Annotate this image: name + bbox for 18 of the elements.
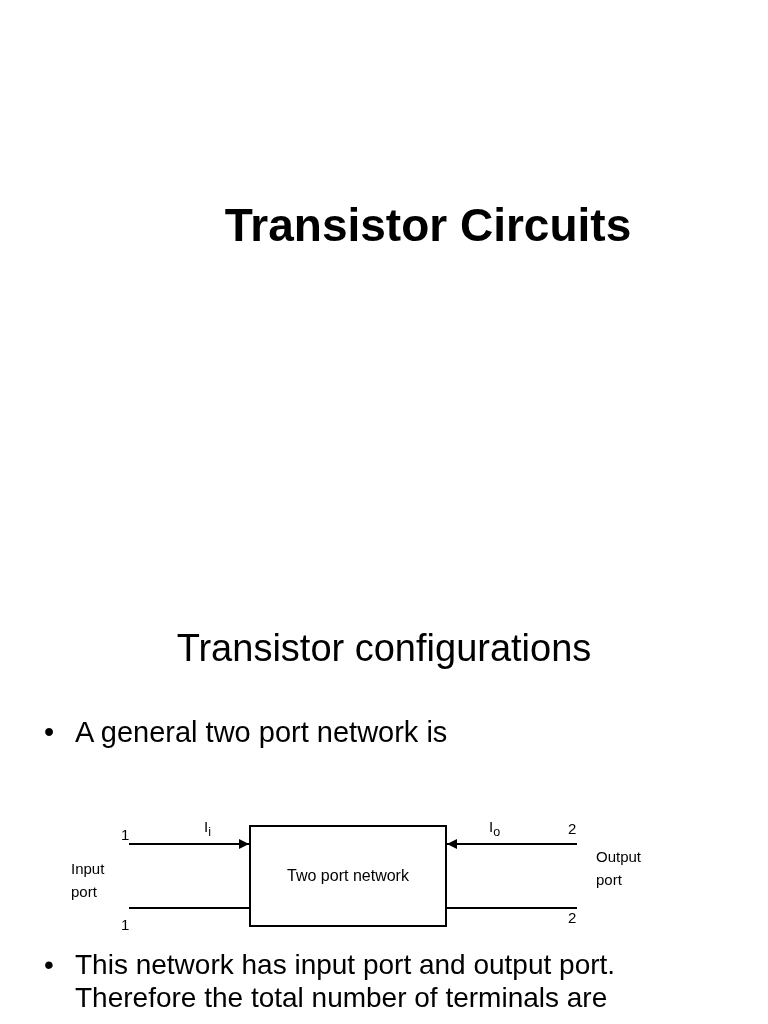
slide-heading: Transistor configurations	[175, 627, 593, 670]
bullet-mark: •	[44, 948, 54, 981]
bullet-text: This network has input port and output port. Therefore the total number of terminals are	[75, 948, 617, 1014]
terminal-number: 1	[121, 826, 130, 843]
current-arrow	[446, 839, 578, 849]
bullet-text: A general two port network is	[75, 716, 449, 749]
wire-line	[446, 907, 578, 909]
slide-title: Transistor Circuits	[223, 198, 633, 252]
terminal-number: 1	[121, 916, 130, 933]
port-label: Output port	[596, 847, 643, 890]
network-box	[249, 825, 447, 927]
terminal-number: 2	[568, 909, 577, 926]
current-arrow	[128, 839, 250, 849]
terminal-number: 2	[568, 820, 577, 837]
box-label: Two port network	[287, 867, 409, 885]
wire-line	[128, 907, 250, 909]
bullet-mark: •	[44, 716, 55, 749]
port-label: Input port	[71, 859, 106, 902]
